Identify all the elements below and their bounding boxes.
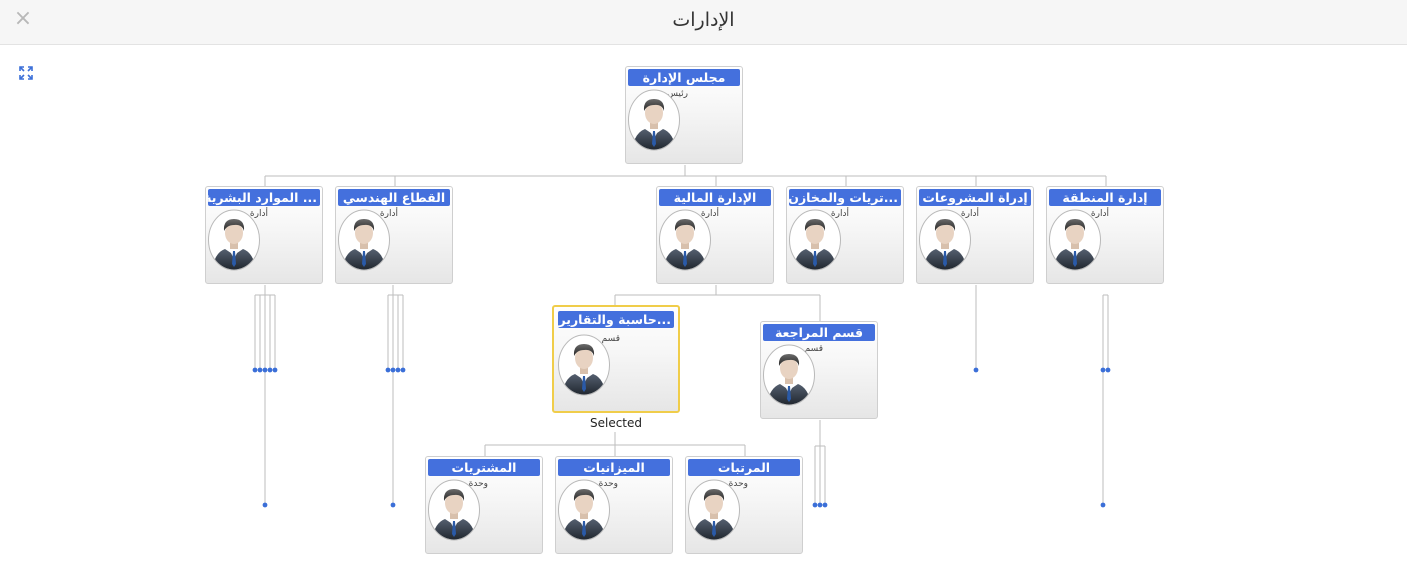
- person-avatar-icon: [628, 89, 682, 151]
- node-purchasing[interactable]: ...تريات والمخازن أدارة: [786, 186, 904, 284]
- node-hr[interactable]: ... الموارد البشرية أدارة: [205, 186, 323, 284]
- person-avatar-icon: [659, 209, 713, 271]
- node-title: إدارة المنطقة: [1049, 189, 1161, 206]
- node-title: الإدارة المالية: [659, 189, 771, 206]
- node-accounting[interactable]: ...حاسبة والتقارير قسم: [552, 305, 680, 413]
- node-budgets[interactable]: الميزانيات وحدة: [555, 456, 673, 554]
- node-board[interactable]: مجلس الإدارة رئيس: [625, 66, 743, 164]
- node-title: ...تريات والمخازن: [789, 189, 901, 206]
- node-role: أدارة: [249, 209, 268, 219]
- node-role: رئيس: [666, 89, 688, 99]
- person-avatar-icon: [558, 334, 612, 396]
- person-avatar-icon: [919, 209, 973, 271]
- person-avatar-icon: [763, 344, 817, 406]
- node-title: ... الموارد البشرية: [208, 189, 320, 206]
- node-role: وحدة: [728, 479, 748, 489]
- node-role: أدارة: [1090, 209, 1109, 219]
- node-role: وحدة: [468, 479, 488, 489]
- node-title: ...حاسبة والتقارير: [558, 311, 674, 328]
- person-avatar-icon: [688, 479, 742, 541]
- node-role: وحدة: [598, 479, 618, 489]
- person-avatar-icon: [428, 479, 482, 541]
- node-title: القطاع الهندسي: [338, 189, 450, 206]
- dialog-title: الإدارات: [672, 9, 735, 31]
- person-avatar-icon: [789, 209, 843, 271]
- node-role: أدارة: [960, 209, 979, 219]
- node-title: المرتبات: [688, 459, 800, 476]
- node-region[interactable]: إدارة المنطقة أدارة: [1046, 186, 1164, 284]
- selected-label: Selected: [589, 416, 643, 430]
- node-role: أدارة: [830, 209, 849, 219]
- person-avatar-icon: [558, 479, 612, 541]
- node-title: المشتريات: [428, 459, 540, 476]
- node-title: مجلس الإدارة: [628, 69, 740, 86]
- dialog-header: الإدارات ×: [0, 0, 1407, 45]
- expand-icon[interactable]: [19, 66, 33, 80]
- node-role: أدارة: [379, 209, 398, 219]
- node-title: قسم المراجعة: [763, 324, 875, 341]
- node-role: قسم: [804, 344, 823, 354]
- node-projects[interactable]: إدراة المشروعات أدارة: [916, 186, 1034, 284]
- node-payroll[interactable]: المرتبات وحدة: [685, 456, 803, 554]
- person-avatar-icon: [338, 209, 392, 271]
- node-title: إدراة المشروعات: [919, 189, 1031, 206]
- node-engineering[interactable]: القطاع الهندسي أدارة: [335, 186, 453, 284]
- person-avatar-icon: [1049, 209, 1103, 271]
- person-avatar-icon: [208, 209, 262, 271]
- close-icon[interactable]: ×: [13, 6, 33, 31]
- node-role: قسم: [601, 334, 620, 344]
- node-role: أدارة: [700, 209, 719, 219]
- node-audit[interactable]: قسم المراجعة قسم: [760, 321, 878, 419]
- node-title: الميزانيات: [558, 459, 670, 476]
- node-procurement[interactable]: المشتريات وحدة: [425, 456, 543, 554]
- node-finance[interactable]: الإدارة المالية أدارة: [656, 186, 774, 284]
